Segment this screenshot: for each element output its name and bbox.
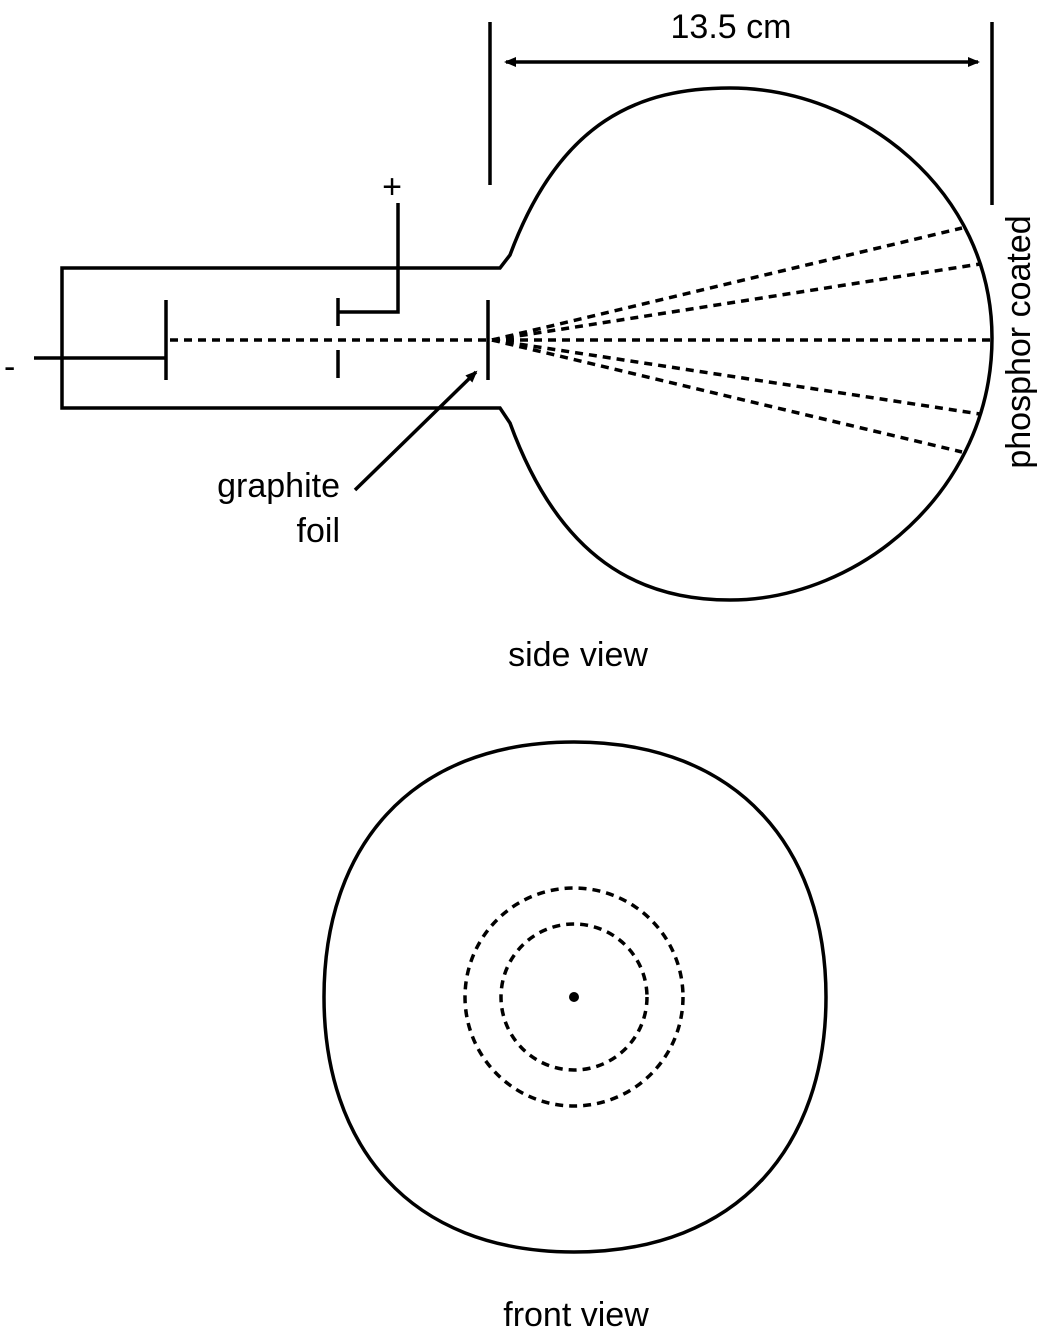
foil-label-line2: foil: [297, 512, 340, 550]
diffracted-beam-outer-top: [491, 226, 963, 342]
side-view-caption: side view: [508, 636, 648, 674]
tube-outline: [60, 86, 994, 602]
diffraction-ring-inner: [499, 922, 649, 1072]
side-view: 13.5 cm - + graphite foil phosphor coate…: [4, 8, 1038, 674]
diffraction-ring-outer: [463, 886, 685, 1108]
dimension-label: 13.5 cm: [671, 8, 792, 46]
front-view: front view: [322, 740, 828, 1334]
screen-outline: [322, 740, 828, 1254]
front-view-caption: front view: [503, 1296, 649, 1334]
plus-label: +: [382, 168, 402, 206]
diffracted-beam-inner-top: [491, 262, 981, 342]
foil-label-line1: graphite: [217, 467, 340, 505]
anode-lead: [338, 203, 400, 314]
central-spot: [569, 992, 579, 1002]
minus-label: -: [4, 348, 15, 386]
screen-label: phosphor coated: [1000, 215, 1038, 468]
diffracted-beam-outer-bottom: [491, 338, 963, 454]
diffracted-beam-inner-bottom: [491, 338, 981, 416]
foil-pointer-arrow: [353, 370, 478, 492]
